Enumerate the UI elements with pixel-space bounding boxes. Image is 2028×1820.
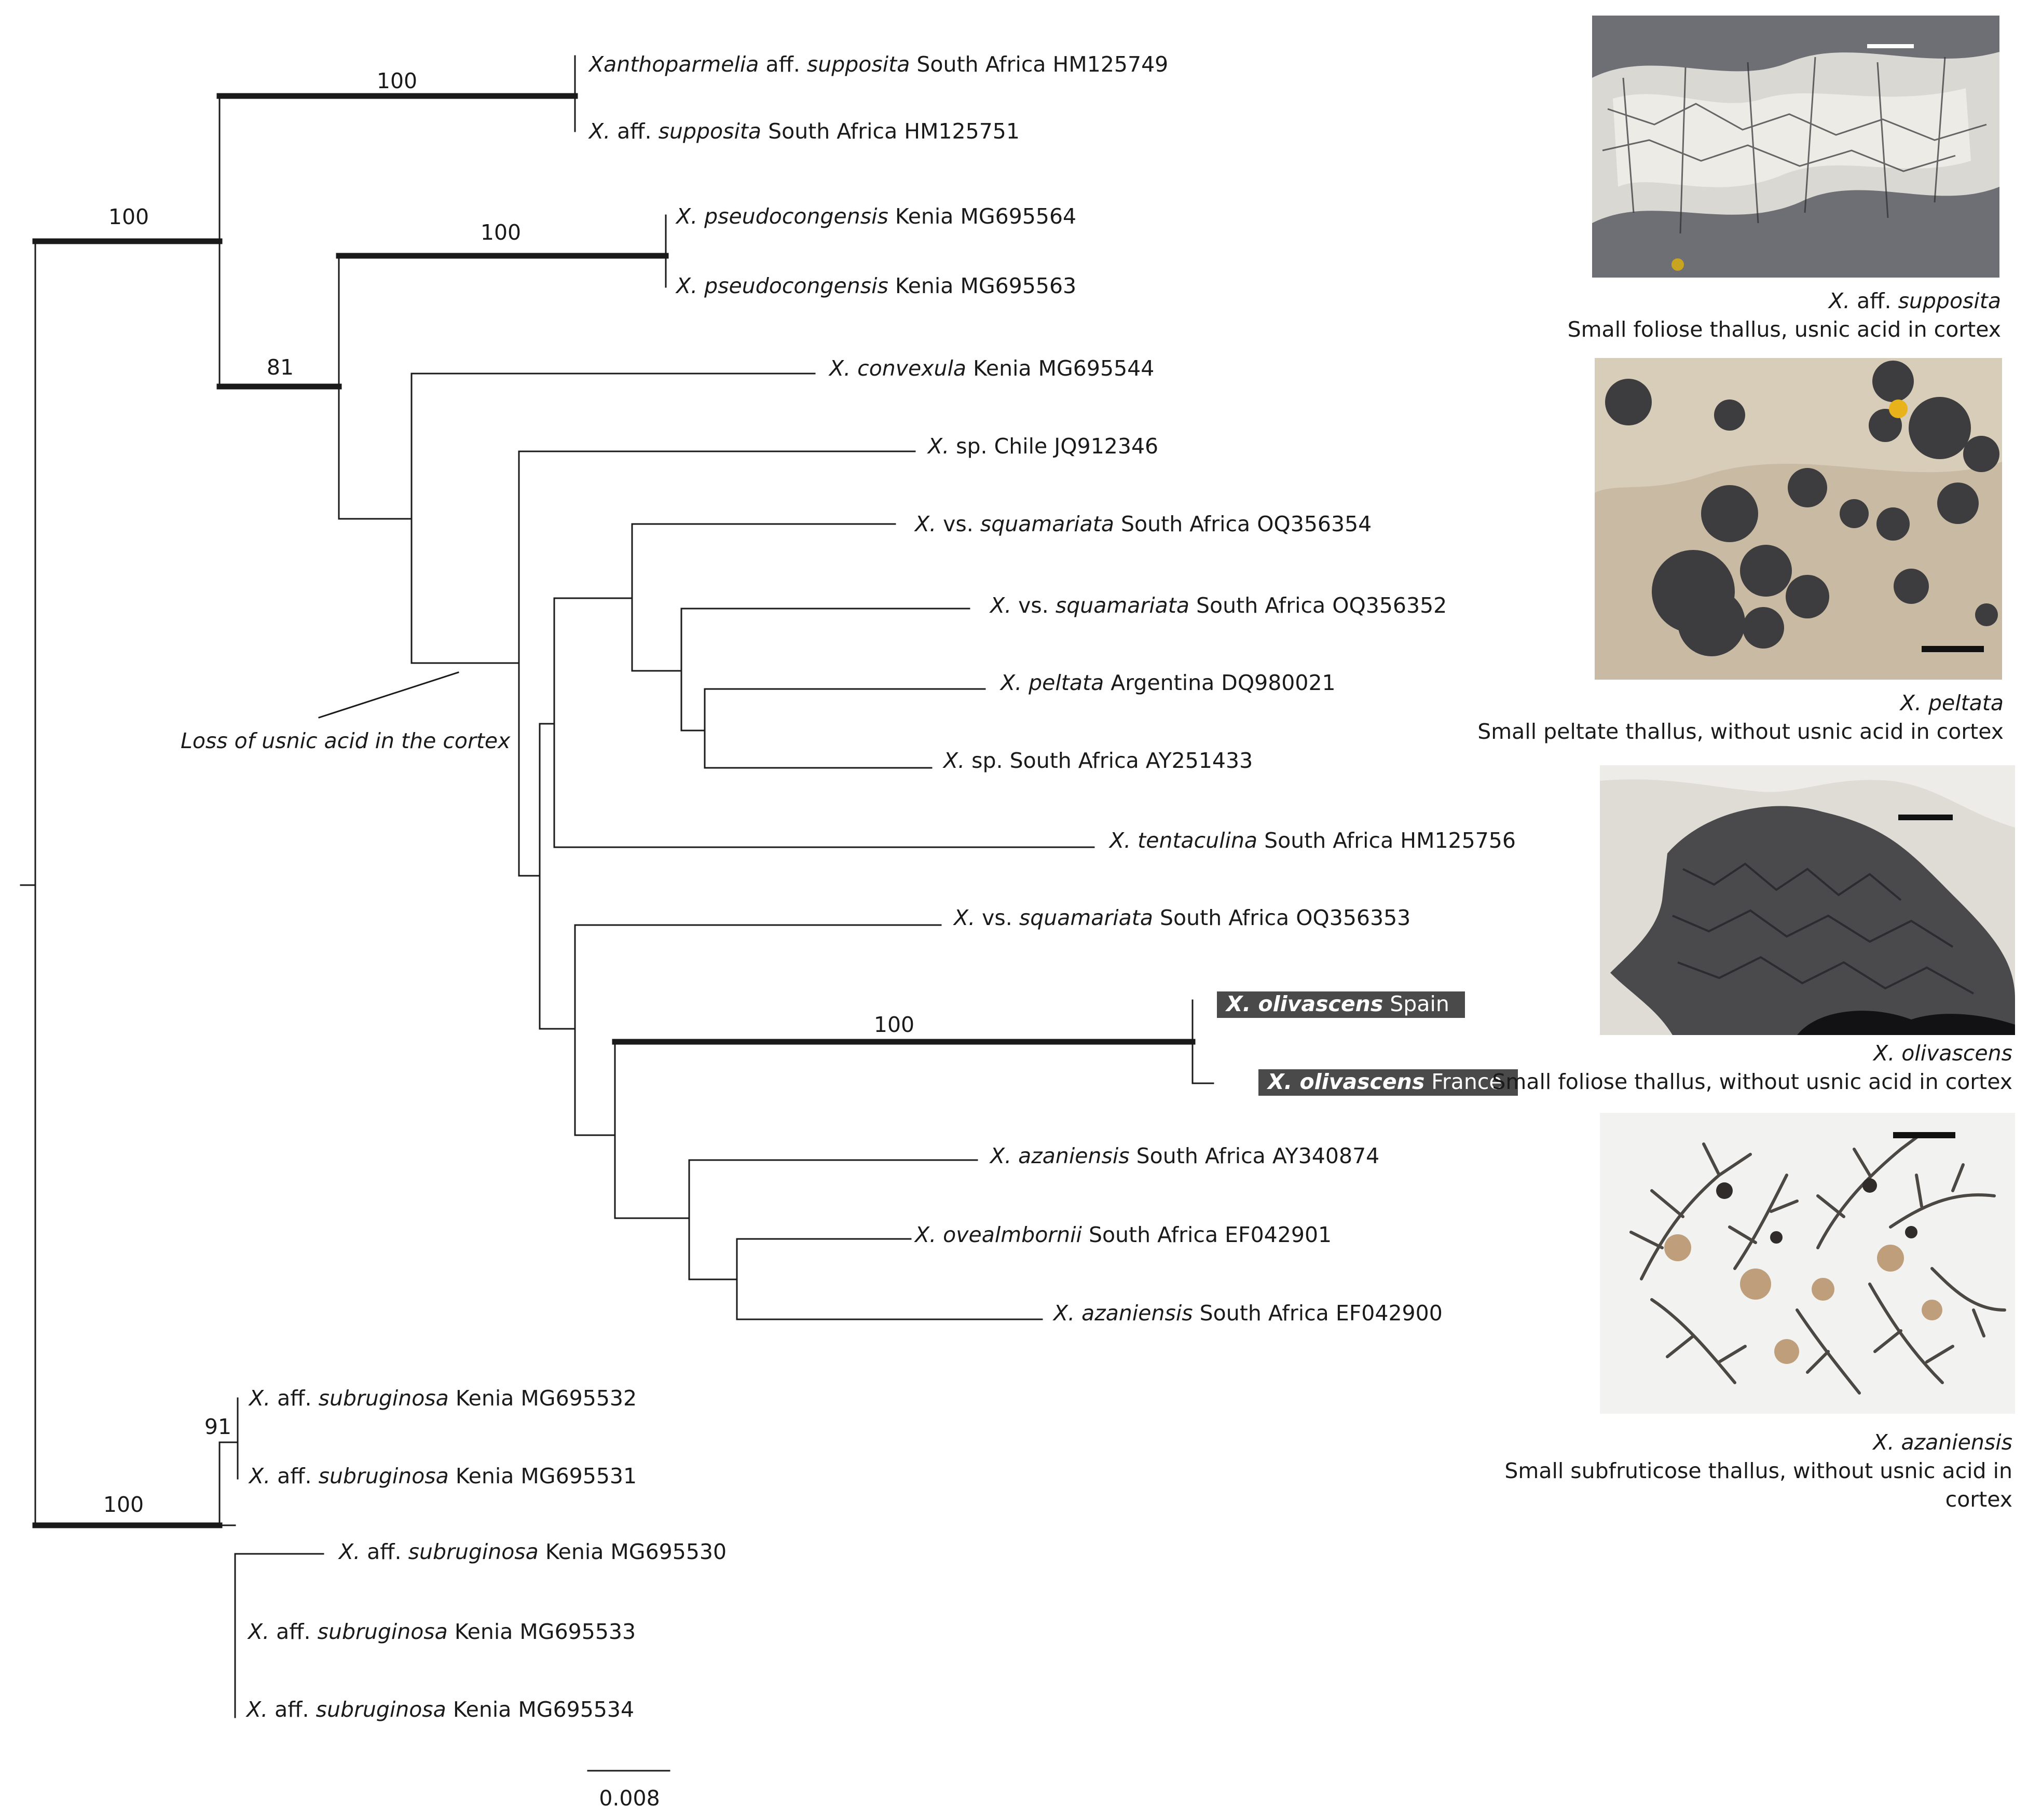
tip-label: X. azaniensis South Africa AY340874 [990,1143,1380,1168]
support-value: 100 [873,1012,915,1037]
tip-label: X. pseudocongensis Kenia MG695563 [676,273,1077,298]
tip-label: X. peltata Argentina DQ980021 [1001,670,1336,695]
usnic-loss-annotation: Loss of usnic acid in the cortex [181,728,511,753]
photo-x-azaniensis [1600,1113,2015,1414]
tip-label: X. ovealmbornii South Africa EF042901 [915,1222,1332,1247]
photo-x-aff-supposita [1592,16,1999,278]
support-value: 100 [480,220,522,245]
tip-label: X. aff. subruginosa Kenia MG695533 [248,1619,636,1644]
tip-label: X. sp. South Africa AY251433 [943,748,1253,773]
tip-label: X. aff. subruginosa Kenia MG695531 [249,1464,637,1488]
tip-label: X. vs. squamariata South Africa OQ356352 [990,593,1447,618]
panel-caption: X. peltata Small peltate thallus, withou… [1477,691,2004,744]
support-value: 81 [266,355,294,380]
tip-label: X. azaniensis South Africa EF042900 [1053,1301,1443,1326]
tip-label: X. aff. supposita South Africa HM125751 [589,119,1020,144]
tip-label: X. aff. subruginosa Kenia MG695534 [246,1697,635,1722]
tip-label: X. tentaculina South Africa HM125756 [1109,828,1516,853]
annotation-leader [318,671,459,719]
tip-label-highlighted: X. olivascens Spain [1217,991,1465,1018]
panel-caption: X. azaniensis Small subfruticose thallus… [1504,1430,2012,1512]
support-value: 100 [108,204,149,229]
support-value: 100 [376,68,418,93]
tip-label: Xanthoparmelia aff. supposita South Afri… [589,52,1169,77]
tip-label: X. aff. subruginosa Kenia MG695532 [249,1386,637,1411]
tip-label-highlighted: X. olivascens France [1258,1069,1518,1096]
tip-label: X. pseudocongensis Kenia MG695564 [676,204,1077,229]
photo-x-peltata [1595,358,2002,680]
panel-caption: X. aff. supposita Small foliose thallus,… [1567,288,2001,342]
panel-caption: X. olivascens Small foliose thallus, wit… [1492,1041,2012,1094]
tip-label: X. aff. subruginosa Kenia MG695530 [339,1539,727,1564]
photo-x-olivascens [1600,765,2015,1035]
tip-label: X. convexula Kenia MG695544 [829,356,1155,381]
scale-bar-label: 0.008 [599,1786,660,1811]
tip-label: X. vs. squamariata South Africa OQ356354 [915,512,1372,536]
tip-label: X. vs. squamariata South Africa OQ356353 [954,905,1411,930]
support-value: 91 [204,1414,232,1439]
tip-label: X. sp. Chile JQ912346 [928,434,1159,459]
support-value: 100 [103,1492,144,1517]
